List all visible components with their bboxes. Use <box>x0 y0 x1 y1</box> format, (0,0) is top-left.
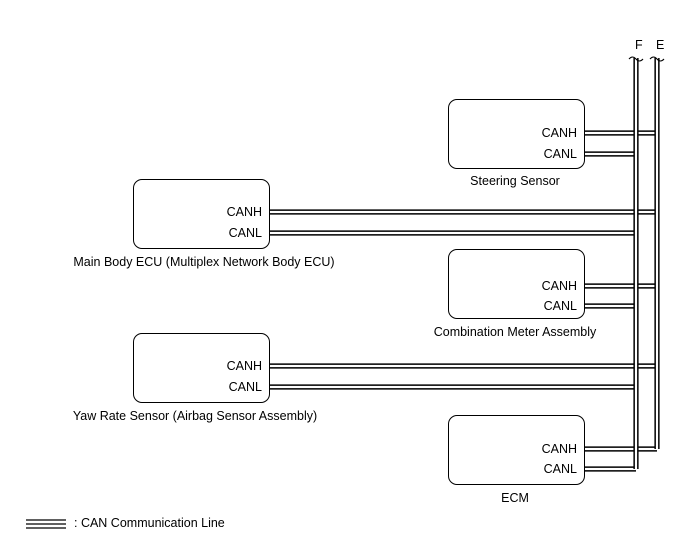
steering-sensor-label: Steering Sensor <box>470 174 560 188</box>
ecm-box <box>448 415 585 485</box>
ecm-label: ECM <box>501 491 529 505</box>
can-lines <box>270 56 665 472</box>
combination-meter-canl-pin: CANL <box>543 299 577 313</box>
bus-e-break-mark <box>649 56 665 62</box>
steering-sensor-canh-pin: CANH <box>541 126 577 140</box>
combination-meter-canh-pin: CANH <box>541 279 577 293</box>
yaw-rate-sensor-canh-pin: CANH <box>226 359 262 373</box>
bus-f-break-mark <box>628 56 644 62</box>
ecm-canl-pin: CANL <box>543 462 577 476</box>
steering-sensor-box <box>448 99 585 169</box>
combination-meter-box <box>448 249 585 319</box>
main-body-ecu-label: Main Body ECU (Multiplex Network Body EC… <box>73 255 335 269</box>
legend-label: : CAN Communication Line <box>74 516 225 530</box>
main-body-ecu-canl-pin: CANL <box>228 226 262 240</box>
bus-label-f: F <box>635 38 643 52</box>
yaw-rate-sensor-label: Yaw Rate Sensor (Airbag Sensor Assembly) <box>72 409 318 423</box>
bus-label-e: E <box>656 38 665 52</box>
ecm-canh-pin: CANH <box>541 442 577 456</box>
can-line-legend-swatch <box>26 519 66 529</box>
yaw-rate-sensor-canl-pin: CANL <box>228 380 262 394</box>
yaw-rate-sensor-box <box>133 333 270 403</box>
combination-meter-label: Combination Meter Assembly <box>433 325 597 339</box>
legend: : CAN Communication Line <box>26 516 225 532</box>
main-body-ecu-canh-pin: CANH <box>226 205 262 219</box>
main-body-ecu-box <box>133 179 270 249</box>
steering-sensor-canl-pin: CANL <box>543 147 577 161</box>
